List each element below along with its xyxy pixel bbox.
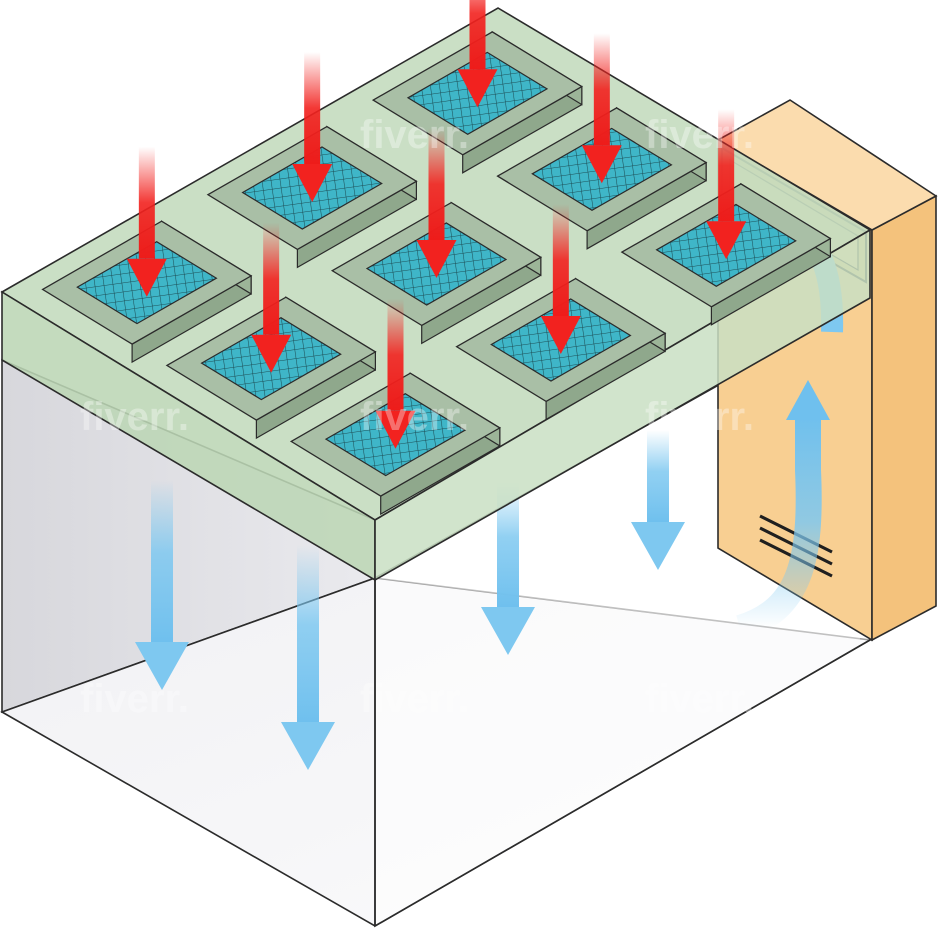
supply-arrow (416, 128, 457, 278)
supply-arrow (375, 298, 416, 449)
return-unit-side (871, 194, 937, 642)
supply-arrow-shaft (428, 128, 445, 240)
filtered-arrow-head (281, 722, 335, 770)
return-curve-arrow (735, 416, 822, 641)
supply-arrow-head (706, 221, 747, 260)
supply-arrow-shaft (263, 222, 280, 335)
filtered-arrow-head (481, 607, 535, 655)
supply-arrow-shaft (718, 109, 735, 222)
supply-arrow-head (251, 334, 292, 373)
filtered-air-arrow (281, 545, 335, 770)
filtered-air-arrow (135, 480, 189, 690)
supply-arrow-shaft (469, 0, 486, 70)
watermark-layer: fiverr. fiverr. fiverr. fiverr. fiverr. fiver… (80, 113, 754, 721)
watermark-text: fiverr. (360, 395, 469, 439)
watermark-text: fiverr. (645, 113, 754, 157)
supply-arrow-head (457, 69, 498, 108)
supply-arrow-head (416, 240, 457, 278)
supply-arrow (251, 222, 292, 373)
filtered-arrow-shaft (151, 480, 173, 642)
return-arrow-head (786, 380, 830, 420)
supply-air-arrows (126, 0, 747, 449)
supply-arrow (581, 33, 622, 184)
supply-arrow-shaft (593, 33, 610, 146)
supply-arrow-head (126, 258, 167, 297)
supply-arrow-shaft (552, 204, 569, 316)
supply-arrow-head (292, 164, 333, 202)
filtered-arrow-shaft (297, 545, 319, 722)
supply-arrow-shaft (387, 298, 404, 411)
watermark-text: fiverr. (80, 113, 189, 157)
supply-arrow (126, 146, 167, 297)
watermark-text: fiverr. (80, 395, 189, 439)
filtered-air-arrow (631, 430, 685, 570)
supply-arrow-shaft (138, 146, 155, 259)
supply-arrow (457, 0, 498, 108)
filtered-arrow-head (135, 642, 189, 690)
filtered-airflow-arrows (135, 430, 685, 770)
watermark-text: fiverr. (645, 677, 754, 721)
supply-arrow-head (375, 410, 416, 449)
supply-arrow (292, 52, 333, 202)
filtered-arrow-shaft (647, 430, 669, 522)
supply-arrow (706, 109, 747, 260)
plenum-right-face (374, 228, 871, 582)
supply-arrow-shaft (304, 52, 321, 164)
filtered-air-arrow (481, 480, 535, 655)
watermark-text: fiverr. (80, 677, 189, 721)
watermark-text: fiverr. (645, 395, 754, 439)
filtered-arrow-head (631, 522, 685, 570)
supply-arrow-head (581, 145, 622, 184)
supply-arrow (540, 204, 581, 354)
supply-arrow-head (540, 316, 581, 354)
filtered-arrow-shaft (497, 480, 519, 607)
watermark-text: fiverr. (360, 113, 469, 157)
watermark-text: fiverr. (360, 677, 469, 721)
